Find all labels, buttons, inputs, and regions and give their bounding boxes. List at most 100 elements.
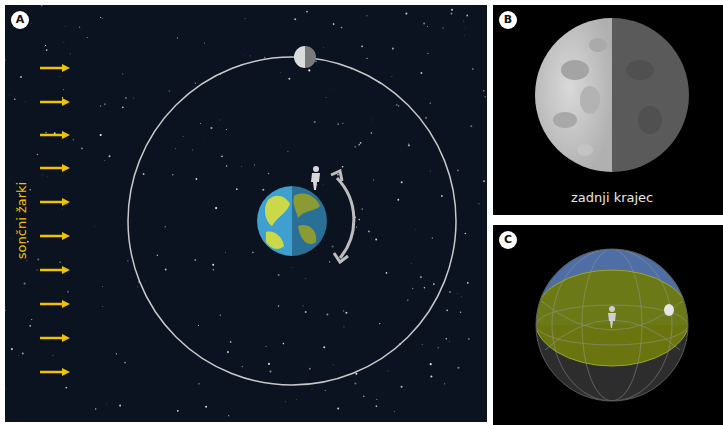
star: [410, 262, 412, 264]
star: [361, 208, 363, 210]
star: [376, 399, 377, 400]
star: [240, 165, 242, 167]
star: [483, 90, 485, 92]
star: [31, 23, 33, 25]
star: [405, 13, 407, 15]
star: [5, 59, 6, 60]
star: [119, 405, 121, 407]
star: [424, 287, 425, 288]
star: [371, 132, 373, 134]
star: [249, 55, 251, 57]
star: [308, 69, 310, 71]
star: [483, 180, 485, 182]
star: [408, 144, 410, 146]
star: [109, 155, 111, 157]
star: [330, 88, 332, 90]
star: [342, 123, 343, 124]
sky-panel: [493, 225, 723, 425]
star: [449, 341, 451, 343]
star: [81, 148, 83, 150]
callout-letter: A: [11, 11, 29, 29]
star: [37, 154, 38, 155]
celestial-sphere: [530, 245, 700, 405]
star: [124, 362, 126, 364]
star: [63, 41, 65, 43]
star: [210, 127, 212, 129]
star: [144, 280, 146, 282]
star: [24, 283, 26, 285]
star: [137, 286, 138, 287]
star: [425, 117, 427, 119]
star: [228, 415, 229, 416]
rotation-arrow: [331, 171, 354, 262]
star: [47, 176, 49, 178]
star: [224, 251, 226, 253]
star: [361, 45, 363, 47]
star: [398, 105, 399, 106]
callout-letter: B: [499, 11, 517, 29]
star: [294, 18, 296, 20]
star: [427, 53, 428, 54]
star: [305, 311, 307, 313]
star: [205, 406, 207, 408]
star: [421, 343, 423, 345]
star: [5, 388, 6, 389]
star: [355, 383, 357, 385]
star: [449, 291, 451, 293]
star: [358, 219, 360, 221]
star: [62, 97, 63, 98]
star: [175, 148, 177, 150]
star: [106, 403, 108, 405]
star: [472, 68, 473, 69]
star: [287, 151, 288, 152]
star: [87, 37, 88, 38]
star: [353, 379, 355, 381]
star: [329, 261, 330, 262]
star: [8, 94, 10, 96]
star: [43, 49, 45, 51]
star: [122, 73, 123, 74]
earth: [257, 186, 327, 256]
star: [95, 408, 97, 410]
star: [18, 355, 20, 357]
star: [457, 170, 459, 172]
star: [25, 101, 27, 103]
star: [332, 364, 334, 366]
star: [61, 208, 63, 210]
star: [52, 355, 53, 356]
star: [408, 143, 410, 145]
star: [65, 387, 67, 389]
star: [279, 71, 281, 73]
star: [401, 386, 403, 388]
star: [337, 408, 339, 410]
star: [432, 237, 433, 238]
star: [415, 228, 417, 230]
star: [204, 135, 206, 137]
star: [444, 383, 445, 384]
star: [430, 375, 432, 377]
star: [213, 269, 214, 270]
star: [326, 97, 327, 98]
star: [291, 267, 293, 269]
star: [285, 401, 286, 402]
star: [478, 203, 479, 204]
star: [102, 285, 104, 287]
star: [429, 170, 431, 172]
star: [73, 139, 74, 140]
star: [195, 82, 197, 84]
star: [132, 97, 134, 99]
star: [325, 390, 326, 391]
star: [463, 20, 465, 22]
star: [265, 346, 266, 347]
star: [283, 343, 285, 345]
star: [456, 292, 458, 294]
star: [165, 226, 167, 228]
star: [172, 174, 173, 175]
star: [59, 76, 61, 78]
star: [116, 353, 117, 354]
star: [446, 309, 448, 311]
star: [65, 26, 67, 28]
star: [438, 347, 439, 348]
star: [302, 305, 304, 307]
